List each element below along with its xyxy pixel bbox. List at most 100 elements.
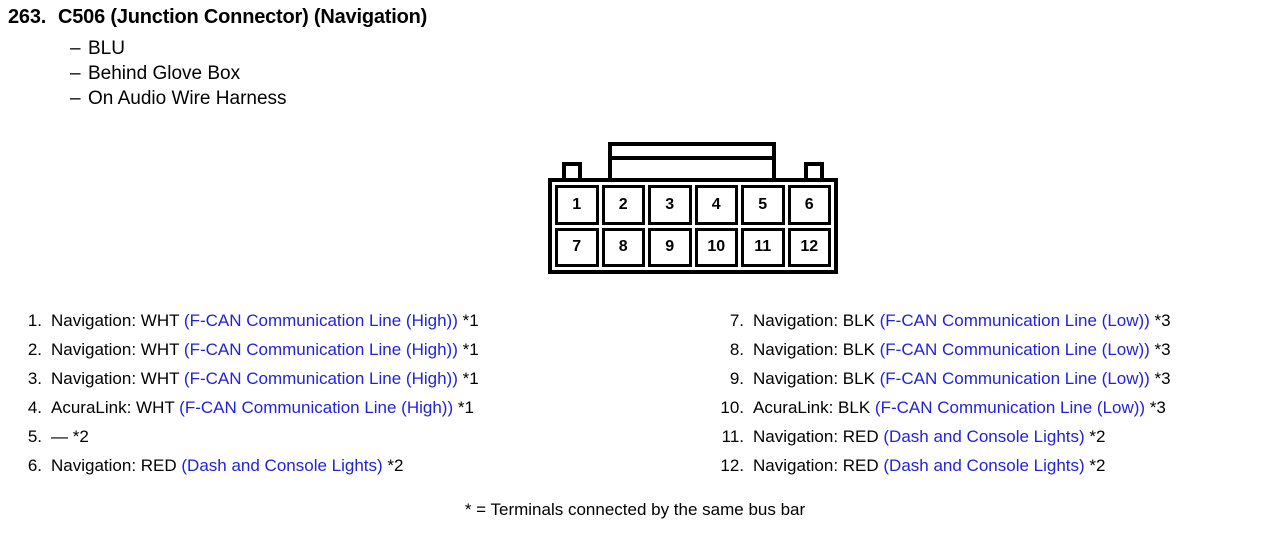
pin-description: Navigation: WHT (F-CAN Communication Lin…	[51, 364, 479, 393]
pin-cell: 7	[555, 227, 599, 267]
pin-number: 9.	[729, 369, 744, 388]
pin-device: Navigation: WHT	[51, 369, 184, 388]
pin-signal: (F-CAN Communication Line (Low))	[879, 369, 1150, 388]
connector-header: 263. C506 (Junction Connector) (Navigati…	[8, 6, 1108, 111]
pin-description: Navigation: BLK (F-CAN Communication Lin…	[753, 364, 1171, 393]
connector-latch-strip	[612, 156, 772, 160]
attribute-label: On Audio Wire Harness	[88, 88, 287, 109]
pin-device: AcuraLink: WHT	[51, 398, 180, 417]
pin-footnote-ref: *3	[1149, 340, 1171, 359]
attribute-label: BLU	[88, 38, 125, 59]
pin-signal: (F-CAN Communication Line (High))	[183, 311, 458, 330]
pin-footnote-ref: *1	[457, 369, 479, 388]
pin-number: 1.	[27, 311, 42, 330]
pin-cell: 10	[694, 227, 738, 267]
pin-footnote-ref: *2	[382, 456, 404, 475]
pin-cell: 12	[787, 227, 831, 267]
pin-footnote-ref: *3	[1149, 311, 1171, 330]
connector-notch-right	[804, 162, 824, 180]
pin-description: Navigation: RED (Dash and Console Lights…	[753, 422, 1105, 451]
dash-marker: –	[70, 38, 81, 59]
pin-signal: (F-CAN Communication Line (High))	[179, 398, 454, 417]
pin-footnote-ref: *1	[453, 398, 474, 417]
pin-cell: 5	[741, 185, 785, 225]
pin-signal: (F-CAN Communication Line (High))	[183, 369, 458, 388]
connector-attributes: –BLU –Behind Glove Box –On Audio Wire Ha…	[70, 36, 1108, 111]
pin-number: 3.	[27, 369, 42, 388]
pin-footnote-ref: *1	[457, 311, 479, 330]
pin-description-row: 10. AcuraLink: BLK (F-CAN Communication …	[716, 393, 1270, 422]
pin-signal: (F-CAN Communication Line (Low))	[874, 398, 1146, 417]
attribute-item: –On Audio Wire Harness	[70, 86, 1108, 111]
pin-cell: 11	[741, 227, 785, 267]
pin-description-row: 7. Navigation: BLK (F-CAN Communication …	[716, 306, 1270, 335]
pin-number: 2.	[27, 340, 42, 359]
pin-number: 8.	[729, 340, 744, 359]
connector-diagram: 1 2 3 4 5 6 7 8 9 10 11 12	[548, 142, 844, 278]
pin-number: 10.	[720, 398, 744, 417]
pin-cell: 2	[601, 185, 645, 225]
pin-device: AcuraLink: BLK	[753, 398, 875, 417]
connector-number: 263.	[8, 6, 47, 28]
pin-description: Navigation: RED (Dash and Console Lights…	[753, 451, 1105, 480]
pin-description: AcuraLink: BLK (F-CAN Communication Line…	[753, 393, 1166, 422]
pin-device: Navigation: BLK	[753, 340, 880, 359]
pin-number: 11.	[721, 427, 744, 446]
pin-description: Navigation: RED (Dash and Console Lights…	[51, 451, 403, 480]
pin-number: 12.	[720, 456, 744, 475]
pin-description-row: 1. Navigation: WHT (F-CAN Communication …	[14, 306, 614, 335]
pin-device: Navigation: RED	[753, 427, 884, 446]
pin-signal: (Dash and Console Lights)	[883, 456, 1085, 475]
pin-number: 4.	[27, 398, 42, 417]
pin-footnote-ref: *2	[1084, 427, 1106, 446]
attribute-item: –BLU	[70, 36, 1108, 61]
pin-list-right: 7. Navigation: BLK (F-CAN Communication …	[716, 306, 1270, 480]
pin-description-row: 9. Navigation: BLK (F-CAN Communication …	[716, 364, 1270, 393]
dash-marker: –	[70, 88, 81, 109]
pin-cell: 9	[648, 227, 692, 267]
pin-number: 7.	[729, 311, 744, 330]
pin-cell: 6	[787, 185, 831, 225]
pin-description-row: 11. Navigation: RED (Dash and Console Li…	[716, 422, 1270, 451]
pin-description-row: 12. Navigation: RED (Dash and Console Li…	[716, 451, 1270, 480]
footnote-legend: * = Terminals connected by the same bus …	[464, 500, 806, 519]
attribute-label: Behind Glove Box	[88, 63, 241, 84]
pin-description: — *2	[51, 422, 89, 451]
connector-body: 1 2 3 4 5 6 7 8 9 10 11 12	[548, 178, 838, 274]
pin-footnote-ref: *2	[1084, 456, 1106, 475]
pin-device: Navigation: BLK	[753, 311, 880, 330]
pin-device: Navigation: BLK	[753, 369, 880, 388]
pin-signal: (Dash and Console Lights)	[181, 456, 383, 475]
attribute-item: –Behind Glove Box	[70, 61, 1108, 86]
pin-device: — *2	[51, 427, 89, 446]
pin-description-row: 2. Navigation: WHT (F-CAN Communication …	[14, 335, 614, 364]
pin-device: Navigation: WHT	[51, 311, 184, 330]
pin-description-row: 6. Navigation: RED (Dash and Console Lig…	[14, 451, 614, 480]
pin-device: Navigation: WHT	[51, 340, 184, 359]
pin-cell: 8	[601, 227, 645, 267]
pin-number: 6.	[27, 456, 42, 475]
pin-cell: 4	[694, 185, 738, 225]
pin-signal: (F-CAN Communication Line (Low))	[879, 340, 1150, 359]
pin-description-row: 5. — *2	[14, 422, 614, 451]
pin-description: Navigation: BLK (F-CAN Communication Lin…	[753, 335, 1171, 364]
pin-description: Navigation: WHT (F-CAN Communication Lin…	[51, 335, 479, 364]
pin-description: AcuraLink: WHT (F-CAN Communication Line…	[51, 393, 474, 422]
dash-marker: –	[70, 63, 81, 84]
pin-cell: 3	[648, 185, 692, 225]
pin-device: Navigation: RED	[753, 456, 884, 475]
pin-cell: 1	[555, 185, 599, 225]
pin-description: Navigation: BLK (F-CAN Communication Lin…	[753, 306, 1171, 335]
pin-signal: (F-CAN Communication Line (Low))	[879, 311, 1150, 330]
pin-description-row: 8. Navigation: BLK (F-CAN Communication …	[716, 335, 1270, 364]
pin-device: Navigation: RED	[51, 456, 182, 475]
pin-signal: (F-CAN Communication Line (High))	[183, 340, 458, 359]
pin-number: 5.	[27, 427, 42, 446]
pin-signal: (Dash and Console Lights)	[883, 427, 1085, 446]
pin-description: Navigation: WHT (F-CAN Communication Lin…	[51, 306, 479, 335]
connector-title: C506 (Junction Connector) (Navigation)	[58, 6, 428, 28]
page-title: 263. C506 (Junction Connector) (Navigati…	[8, 6, 1108, 29]
pin-grid: 1 2 3 4 5 6 7 8 9 10 11 12	[555, 185, 831, 267]
pin-description-row: 3. Navigation: WHT (F-CAN Communication …	[14, 364, 614, 393]
pin-footnote-ref: *1	[457, 340, 479, 359]
